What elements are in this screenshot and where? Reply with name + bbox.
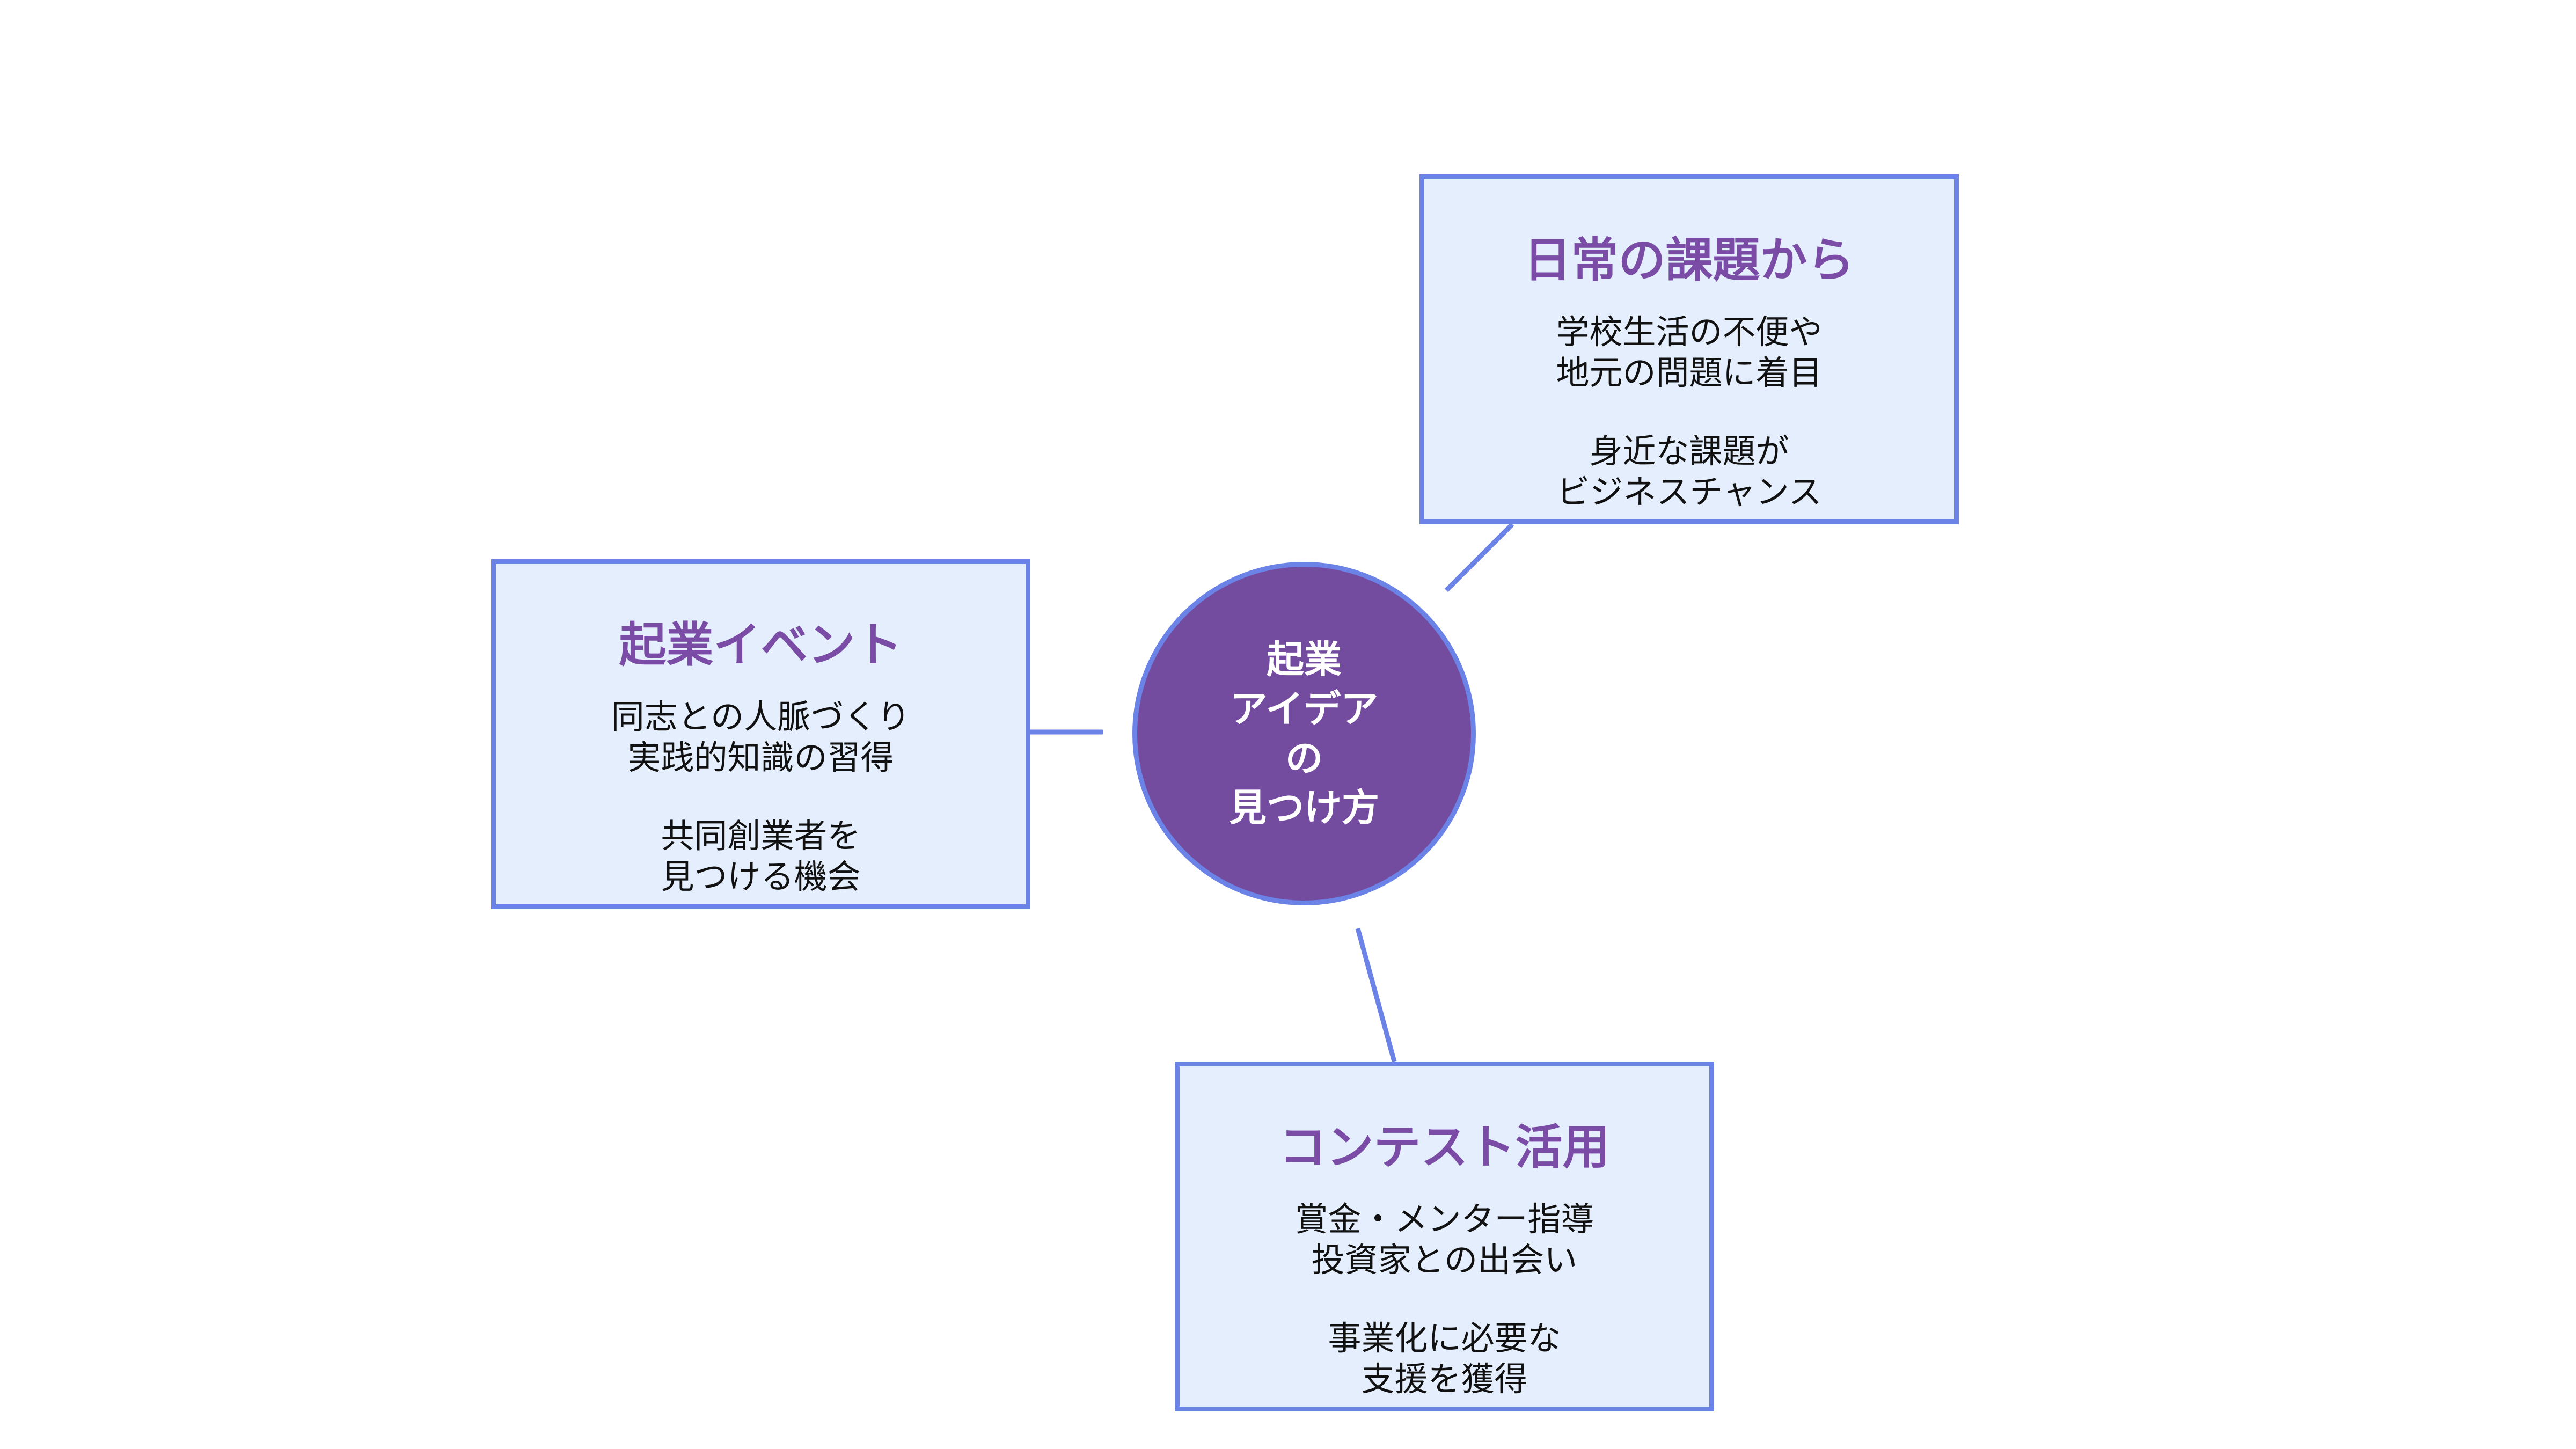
node-text: 投資家との出会い — [1311, 1240, 1578, 1279]
center-line: 見つけ方 — [1229, 786, 1379, 830]
node-text: 地元の問題に着目 — [1556, 353, 1823, 392]
node-text: 見つける機会 — [661, 857, 861, 896]
node-text: 賞金・メンター指導 — [1294, 1199, 1594, 1239]
node-title: 日常の課題から — [1524, 232, 1855, 288]
center-line: の — [1285, 736, 1323, 780]
node-text: 身近な課題が — [1589, 431, 1789, 471]
node-text: 学校生活の不便や — [1556, 312, 1823, 352]
node-startup-events: 起業イベント 同志との人脈づくり 実践的知識の習得 共同創業者を 見つける機会 — [491, 559, 1030, 909]
connector-contest — [1355, 927, 1397, 1063]
node-text: ビジネスチャンス — [1556, 472, 1822, 511]
node-text: 同志との人脈づくり — [611, 697, 911, 736]
node-contests: コンテスト活用 賞金・メンター指導 投資家との出会い 事業化に必要な 支援を獲得 — [1175, 1062, 1714, 1411]
connector-daily — [1444, 522, 1514, 592]
node-title: 起業イベント — [619, 617, 903, 672]
central-topic: 起業 アイデア の 見つけ方 — [1132, 562, 1476, 905]
center-line: アイデア — [1230, 687, 1379, 731]
node-text: 共同創業者を — [661, 816, 861, 855]
node-text: 事業化に必要な — [1328, 1319, 1561, 1358]
node-text: 支援を獲得 — [1361, 1359, 1528, 1399]
node-title: コンテスト活用 — [1279, 1119, 1610, 1175]
center-line: 起業 — [1267, 638, 1342, 682]
node-text: 実践的知識の習得 — [627, 738, 894, 777]
node-daily-issues: 日常の課題から 学校生活の不便や 地元の問題に着目 身近な課題が ビジネスチャン… — [1419, 174, 1959, 524]
